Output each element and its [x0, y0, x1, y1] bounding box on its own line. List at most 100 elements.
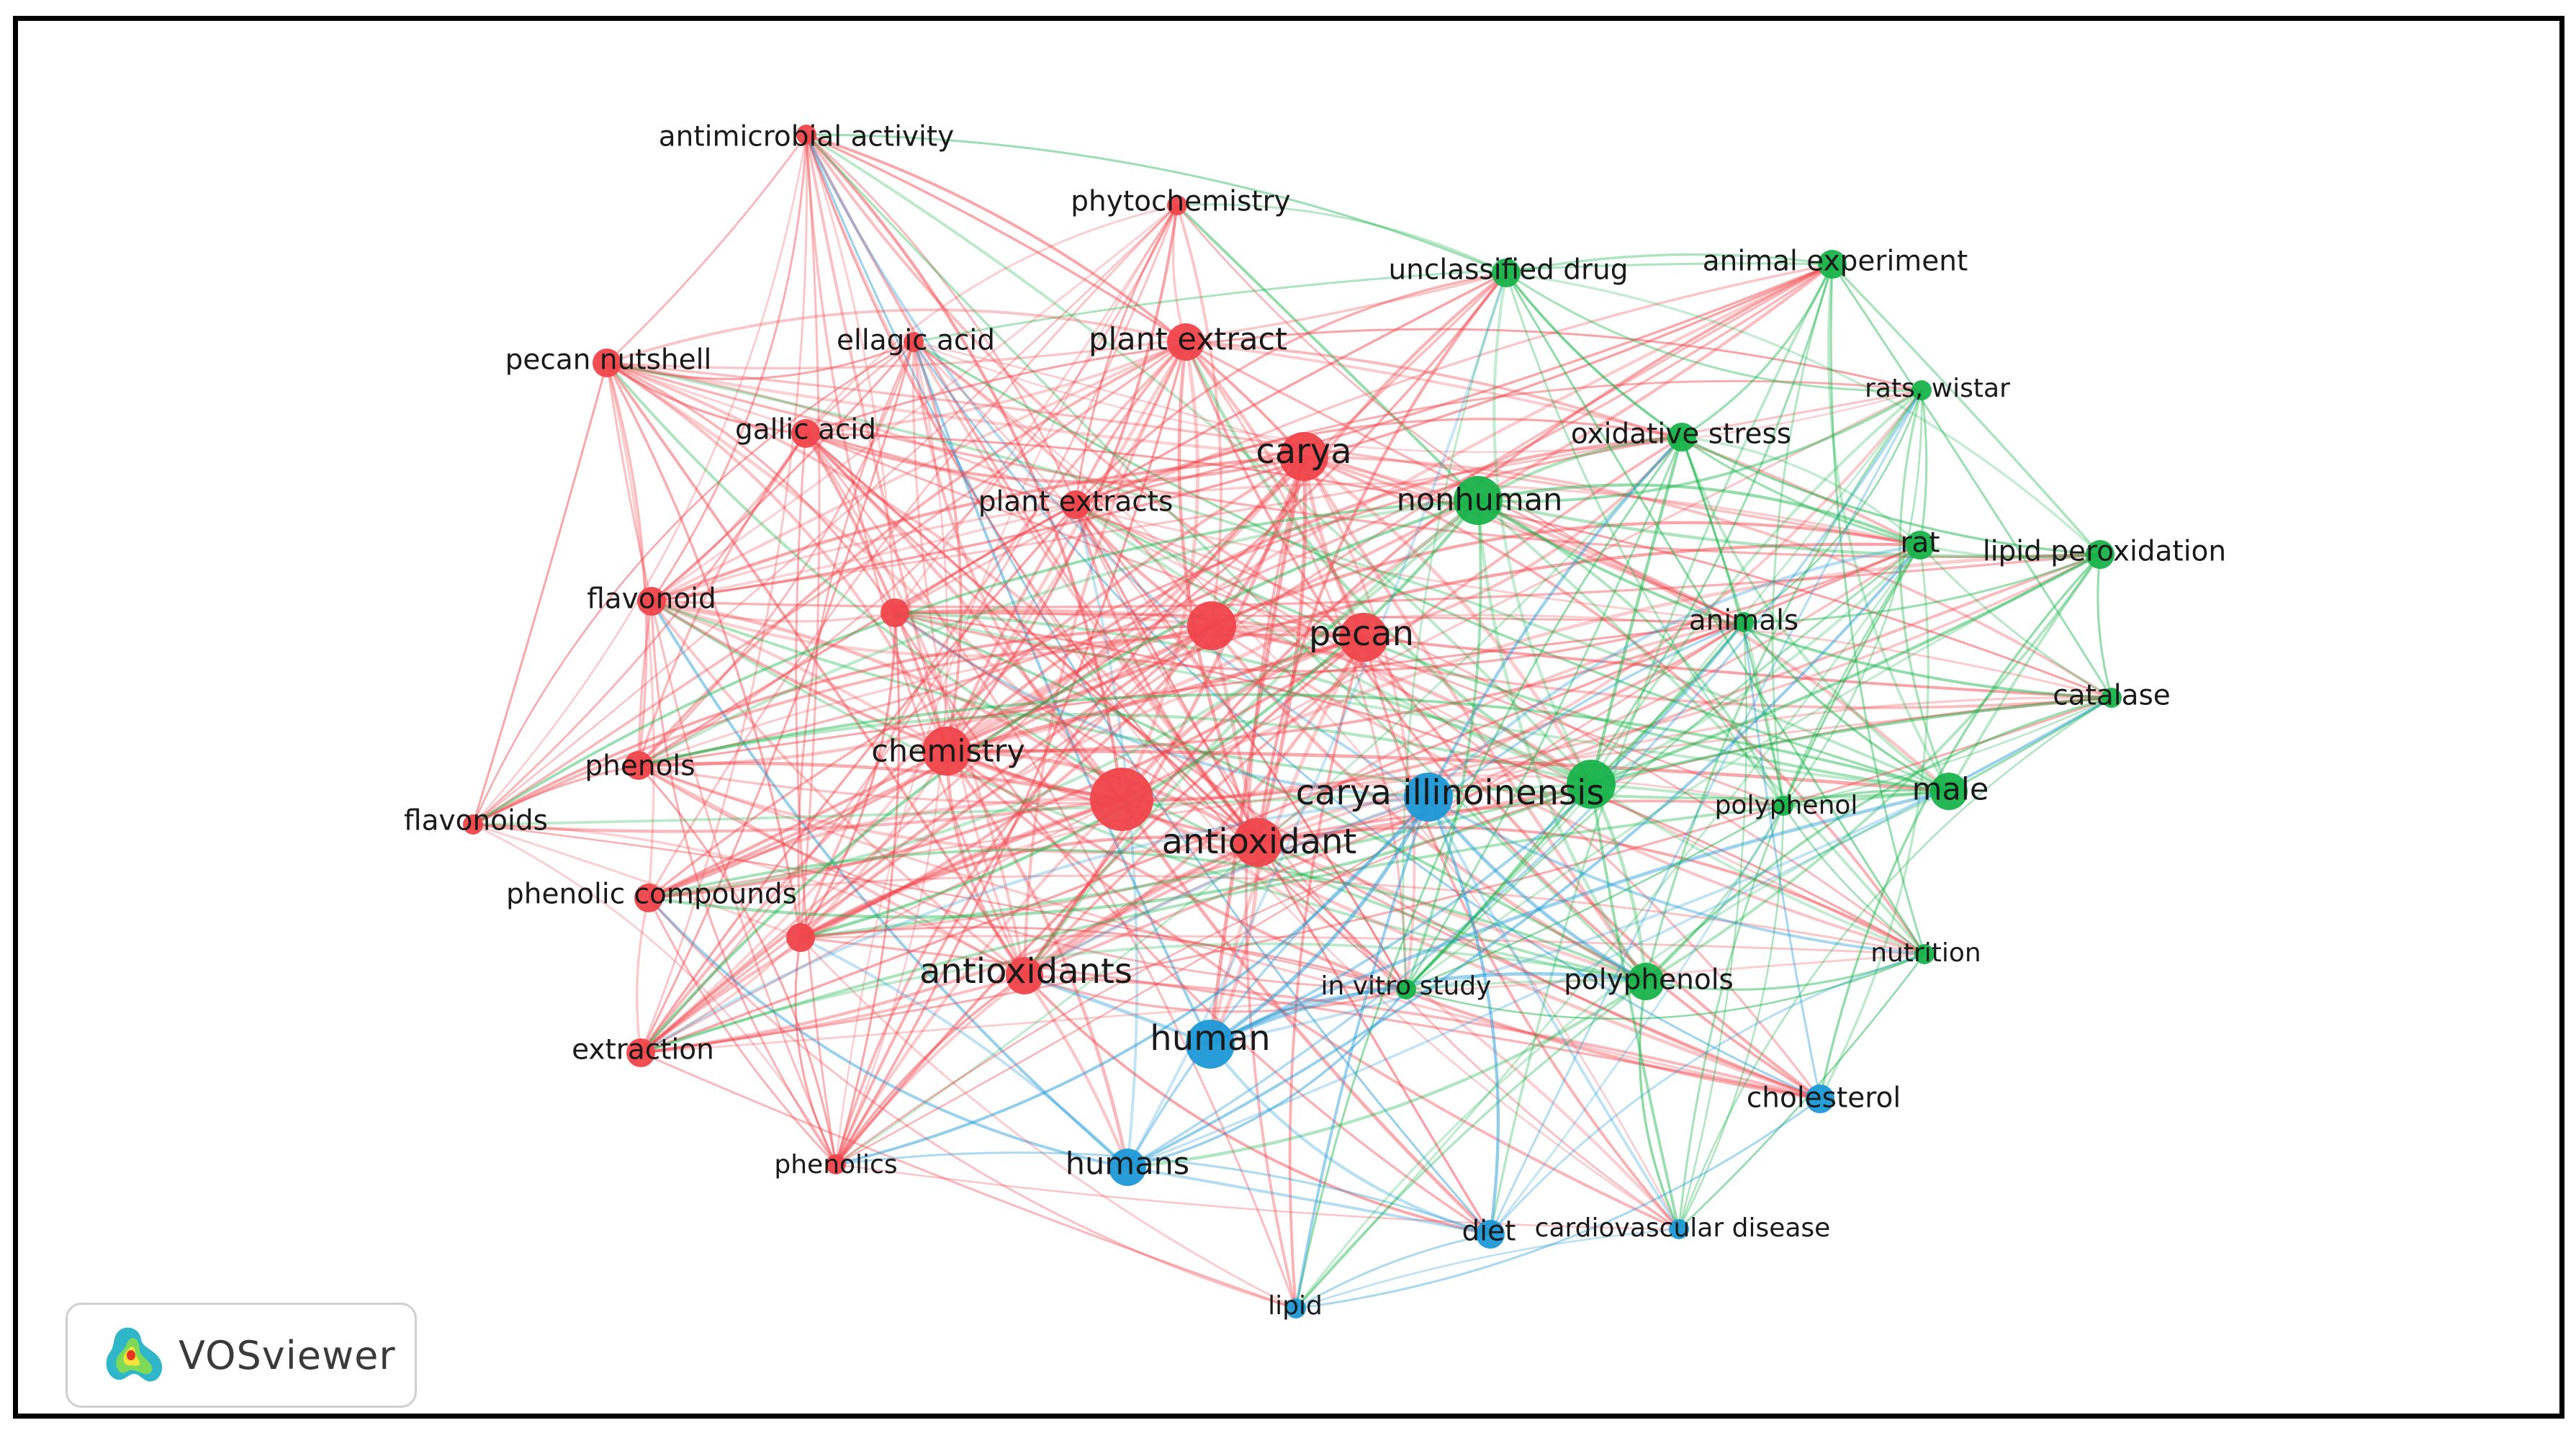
co-occurrence-link	[1120, 798, 1680, 1231]
keyword-node-in-vitro-study[interactable]	[1396, 979, 1416, 999]
co-occurrence-link	[1120, 797, 1821, 1101]
keyword-node-male[interactable]	[1930, 773, 1968, 810]
co-occurrence-link	[640, 974, 1025, 1054]
keyword-node-carya[interactable]	[1279, 432, 1328, 481]
keyword-label[interactable]: carya	[1256, 431, 1351, 472]
keyword-node-unlabeled[interactable]	[1187, 601, 1236, 650]
keyword-label[interactable]: nutrition	[1870, 938, 1981, 968]
keyword-label[interactable]: antioxidants	[919, 951, 1132, 992]
keyword-label[interactable]: antimicrobial activity	[659, 121, 955, 153]
keyword-node-ellagic-acid[interactable]	[904, 332, 924, 352]
co-occurrence-link	[1742, 621, 1821, 1100]
keyword-label[interactable]: pecan	[1309, 614, 1414, 654]
co-occurrence-link	[606, 308, 1186, 364]
keyword-label[interactable]: in vitro study	[1320, 971, 1491, 1001]
keyword-node-polyphenol[interactable]	[1773, 796, 1793, 816]
co-occurrence-link	[639, 795, 1429, 1054]
keyword-node-plant-extract[interactable]	[1167, 323, 1204, 361]
keyword-node-plant-extracts[interactable]	[1061, 490, 1090, 519]
keyword-label[interactable]: phytochemistry	[1071, 186, 1290, 218]
keyword-node-rats-wistar[interactable]	[1911, 380, 1932, 400]
keyword-node-human[interactable]	[1186, 1020, 1235, 1069]
co-occurrence-link	[800, 782, 1592, 940]
keyword-node-antimicrobial-activity[interactable]	[796, 125, 816, 145]
co-occurrence-link	[1742, 621, 1785, 807]
keyword-node-unlabeled[interactable]	[786, 923, 815, 952]
keyword-label[interactable]: human	[1150, 1018, 1270, 1059]
keyword-node-polyphenols[interactable]	[1627, 963, 1665, 1000]
keyword-label[interactable]: flavonoids	[404, 805, 548, 837]
keyword-label[interactable]: animals	[1689, 605, 1799, 637]
co-occurrence-link	[1294, 796, 1430, 1309]
keyword-label[interactable]: polyphenols	[1564, 964, 1734, 997]
keyword-label[interactable]: catalase	[2053, 680, 2171, 712]
keyword-node-nonhuman[interactable]	[1454, 476, 1503, 525]
keyword-node-antioxidant[interactable]	[1233, 818, 1282, 867]
keyword-node-animals[interactable]	[1734, 612, 1754, 632]
keyword-label[interactable]: plant extract	[1089, 322, 1287, 358]
co-occurrence-link	[1210, 271, 1508, 627]
keyword-label[interactable]: pecan nutshell	[505, 344, 712, 377]
keyword-node-unlabeled[interactable]	[1090, 768, 1153, 831]
keyword-node-chemistry[interactable]	[922, 727, 971, 776]
keyword-node-lipid-peroxidation[interactable]	[2086, 540, 2115, 569]
keyword-label[interactable]: cardiovascular disease	[1535, 1213, 1831, 1243]
keyword-node-phenolics[interactable]	[826, 1154, 846, 1174]
keyword-label[interactable]: male	[1912, 772, 1989, 808]
keyword-label[interactable]: cholesterol	[1747, 1082, 1901, 1115]
keyword-label[interactable]: diet	[1462, 1216, 1516, 1248]
keyword-node-carya-illinoinensis[interactable]	[1404, 773, 1453, 822]
keyword-node-lipid[interactable]	[1286, 1298, 1306, 1319]
keyword-label[interactable]: nonhuman	[1397, 482, 1563, 518]
keyword-node-cardiovascular-disease[interactable]	[1669, 1219, 1689, 1239]
keyword-node-phenols[interactable]	[624, 751, 653, 780]
keyword-node-pecan-nutshell[interactable]	[593, 349, 621, 377]
keyword-label[interactable]: phenols	[585, 750, 695, 783]
keyword-node-pecan[interactable]	[1339, 613, 1388, 662]
keyword-node-humans[interactable]	[1109, 1149, 1146, 1186]
keyword-node-rat[interactable]	[1906, 531, 1935, 560]
keyword-node-animal-experiment[interactable]	[1818, 250, 1847, 279]
keyword-label[interactable]: lipid	[1268, 1291, 1323, 1321]
keyword-node-phytochemistry[interactable]	[1167, 195, 1187, 215]
keyword-network[interactable]: antimicrobial activity phytochemistry ella…	[18, 21, 2559, 1414]
keyword-label[interactable]: unclassified drug	[1388, 254, 1628, 287]
keyword-label[interactable]: phenolic compounds	[506, 879, 797, 911]
co-occurrence-link	[913, 341, 1408, 990]
keyword-label[interactable]: flavonoid	[587, 583, 716, 616]
keyword-node-extraction[interactable]	[626, 1038, 655, 1067]
keyword-node-phenolic-compounds[interactable]	[634, 884, 663, 912]
keyword-node-flavonoids[interactable]	[463, 814, 483, 835]
keyword-label[interactable]: carya illinoinensis	[1296, 773, 1605, 813]
keyword-node-oxidative-stress[interactable]	[1667, 423, 1696, 452]
keyword-label[interactable]: antioxidant	[1162, 822, 1357, 862]
keyword-label[interactable]: lipid peroxidation	[1983, 536, 2226, 568]
keyword-node-nutrition[interactable]	[1914, 944, 1935, 964]
co-occurrence-link	[651, 599, 1123, 801]
keyword-label[interactable]: polyphenol	[1715, 791, 1858, 820]
keyword-node-gallic-acid[interactable]	[791, 419, 820, 448]
co-occurrence-link	[1589, 436, 1684, 785]
keyword-node-diet[interactable]	[1476, 1220, 1505, 1249]
keyword-node-catalase[interactable]	[2102, 688, 2122, 708]
keyword-label[interactable]: rat	[1900, 527, 1940, 560]
keyword-node-cholesterol[interactable]	[1806, 1084, 1834, 1113]
keyword-label[interactable]: gallic acid	[735, 414, 876, 446]
co-occurrence-link	[1177, 341, 1260, 843]
co-occurrence-link	[606, 361, 1744, 624]
keyword-node-unlabeled[interactable]	[1567, 760, 1616, 809]
co-occurrence-link	[834, 612, 901, 1165]
keyword-label[interactable]: plant extracts	[978, 486, 1174, 518]
keyword-label[interactable]: phenolics	[774, 1150, 897, 1180]
keyword-label[interactable]: oxidative stress	[1571, 418, 1791, 451]
keyword-node-antioxidants[interactable]	[1006, 957, 1043, 994]
keyword-label[interactable]: chemistry	[871, 734, 1025, 770]
keyword-label[interactable]: rats, wistar	[1865, 374, 2010, 403]
keyword-label[interactable]: humans	[1066, 1146, 1189, 1182]
keyword-label[interactable]: extraction	[572, 1034, 714, 1066]
keyword-label[interactable]: ellagic acid	[837, 325, 995, 357]
keyword-node-unlabeled[interactable]	[881, 598, 909, 627]
keyword-node-unclassified-drug[interactable]	[1492, 259, 1521, 287]
keyword-label[interactable]: animal experiment	[1703, 246, 1968, 278]
keyword-node-flavonoid[interactable]	[637, 587, 666, 616]
